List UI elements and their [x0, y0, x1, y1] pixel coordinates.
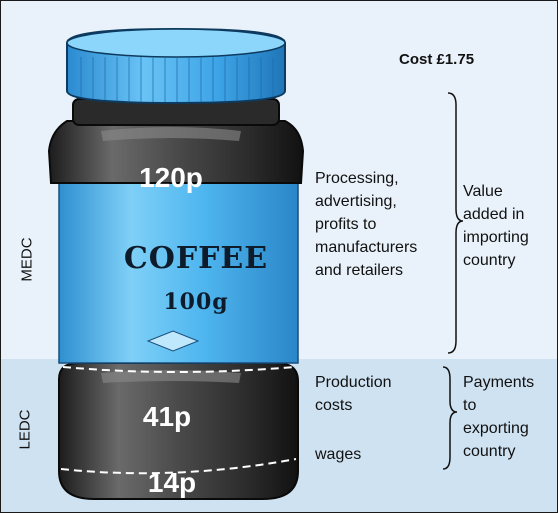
amount-bottom: 14p	[147, 467, 197, 498]
medc-label: MEDC	[18, 237, 36, 282]
amount-upper: 120p	[139, 162, 203, 193]
medc-item: manufacturers	[315, 239, 418, 256]
wages-label: wages	[315, 446, 362, 463]
payments-label: Payments	[463, 374, 535, 391]
amount-middle: 41p	[142, 401, 192, 432]
payments-label: to	[463, 397, 477, 414]
payments-label: exporting	[463, 420, 529, 437]
medc-item: and retailers	[315, 262, 404, 279]
jar-lid-top	[66, 28, 286, 58]
cost-label: Cost £1.75	[399, 51, 475, 68]
production-costs-label: Production	[315, 374, 392, 391]
medc-item: advertising,	[315, 193, 397, 210]
payments-label: country	[463, 443, 516, 460]
medc-item: profits to	[315, 216, 377, 233]
jar-highlight-upper	[101, 127, 241, 141]
production-costs-label: costs	[315, 397, 353, 414]
lid-ridges	[80, 57, 274, 102]
jar-highlight-lower	[101, 370, 241, 383]
value-added-label: importing	[463, 229, 529, 246]
bracket-payments	[442, 366, 458, 470]
value-added-label: added in	[463, 206, 525, 223]
jar-weight: 100g	[163, 289, 229, 315]
medc-item: Processing,	[315, 170, 399, 187]
dashed-divider-bottom	[60, 458, 297, 475]
label-diamond	[146, 330, 200, 352]
value-added-label: Value	[463, 183, 503, 200]
jar-brand: COFFEE	[123, 241, 269, 276]
value-added-label: country	[463, 252, 516, 269]
dashed-divider-top	[62, 366, 295, 373]
ledc-label: LEDC	[16, 409, 34, 450]
bracket-value-added	[447, 92, 464, 354]
